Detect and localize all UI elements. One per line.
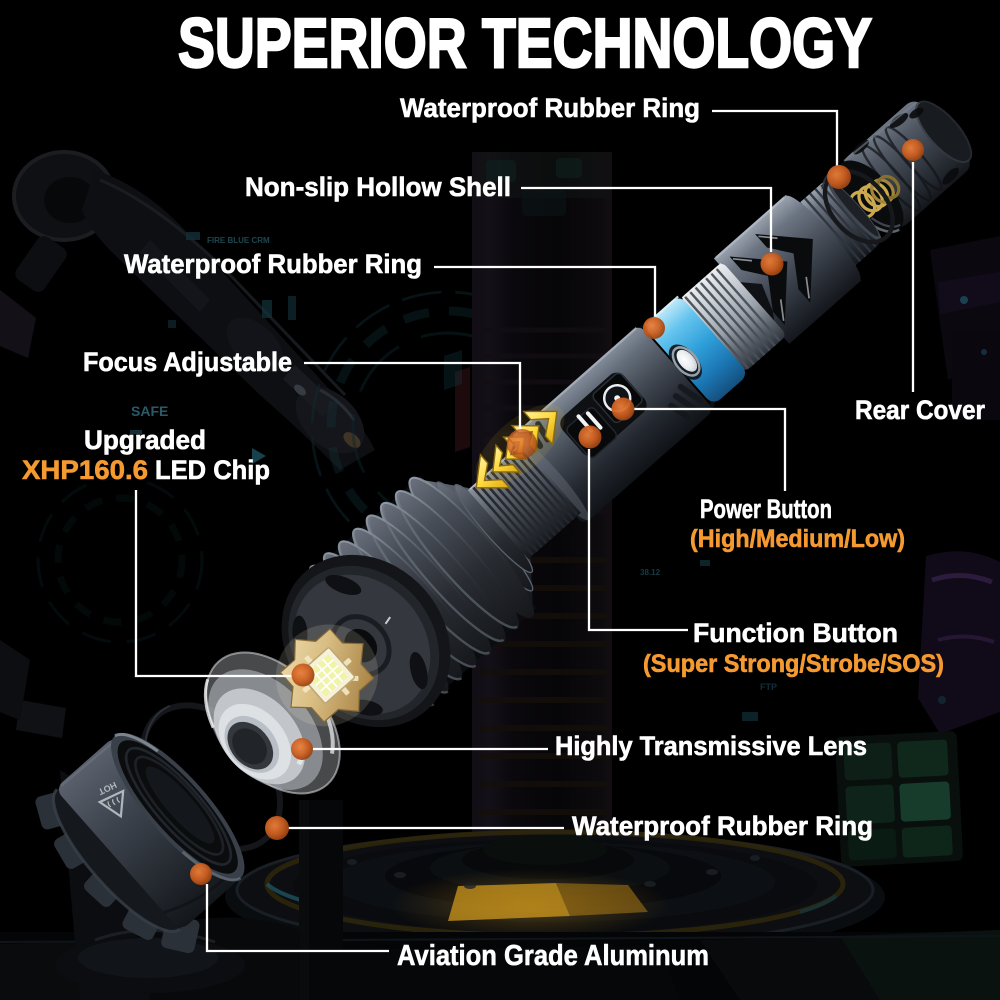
svg-text:Rear Cover: Rear Cover — [855, 395, 985, 425]
svg-text:Function Button: Function Button — [693, 618, 898, 648]
svg-text:Waterproof Rubber Ring: Waterproof Rubber Ring — [572, 811, 873, 841]
svg-text:Focus Adjustable: Focus Adjustable — [83, 347, 292, 377]
svg-text:Power Button: Power Button — [700, 494, 832, 524]
svg-text:LED Chip: LED Chip — [155, 455, 270, 485]
svg-text:Aviation Grade Aluminum: Aviation Grade Aluminum — [397, 940, 709, 972]
svg-text:Non-slip Hollow Shell: Non-slip Hollow Shell — [245, 172, 511, 202]
svg-text:(High/Medium/Low): (High/Medium/Low) — [690, 525, 905, 553]
svg-text:SAFE: SAFE — [131, 403, 168, 419]
svg-text:(Super Strong/Strobe/SOS): (Super Strong/Strobe/SOS) — [643, 650, 944, 678]
svg-text:Upgraded: Upgraded — [84, 425, 206, 455]
svg-text:38.12: 38.12 — [640, 568, 661, 577]
svg-text:FTP: FTP — [760, 682, 777, 692]
svg-text:XHP160.6: XHP160.6 — [22, 455, 148, 485]
svg-text:Highly Transmissive Lens: Highly Transmissive Lens — [555, 731, 867, 761]
svg-text:Waterproof Rubber Ring: Waterproof Rubber Ring — [124, 249, 422, 279]
svg-text:SUPERIOR TECHNOLOGY: SUPERIOR TECHNOLOGY — [178, 5, 872, 83]
svg-text:FIRE BLUE CRM: FIRE BLUE CRM — [207, 236, 270, 245]
svg-text:Waterproof Rubber Ring: Waterproof Rubber Ring — [400, 93, 700, 123]
